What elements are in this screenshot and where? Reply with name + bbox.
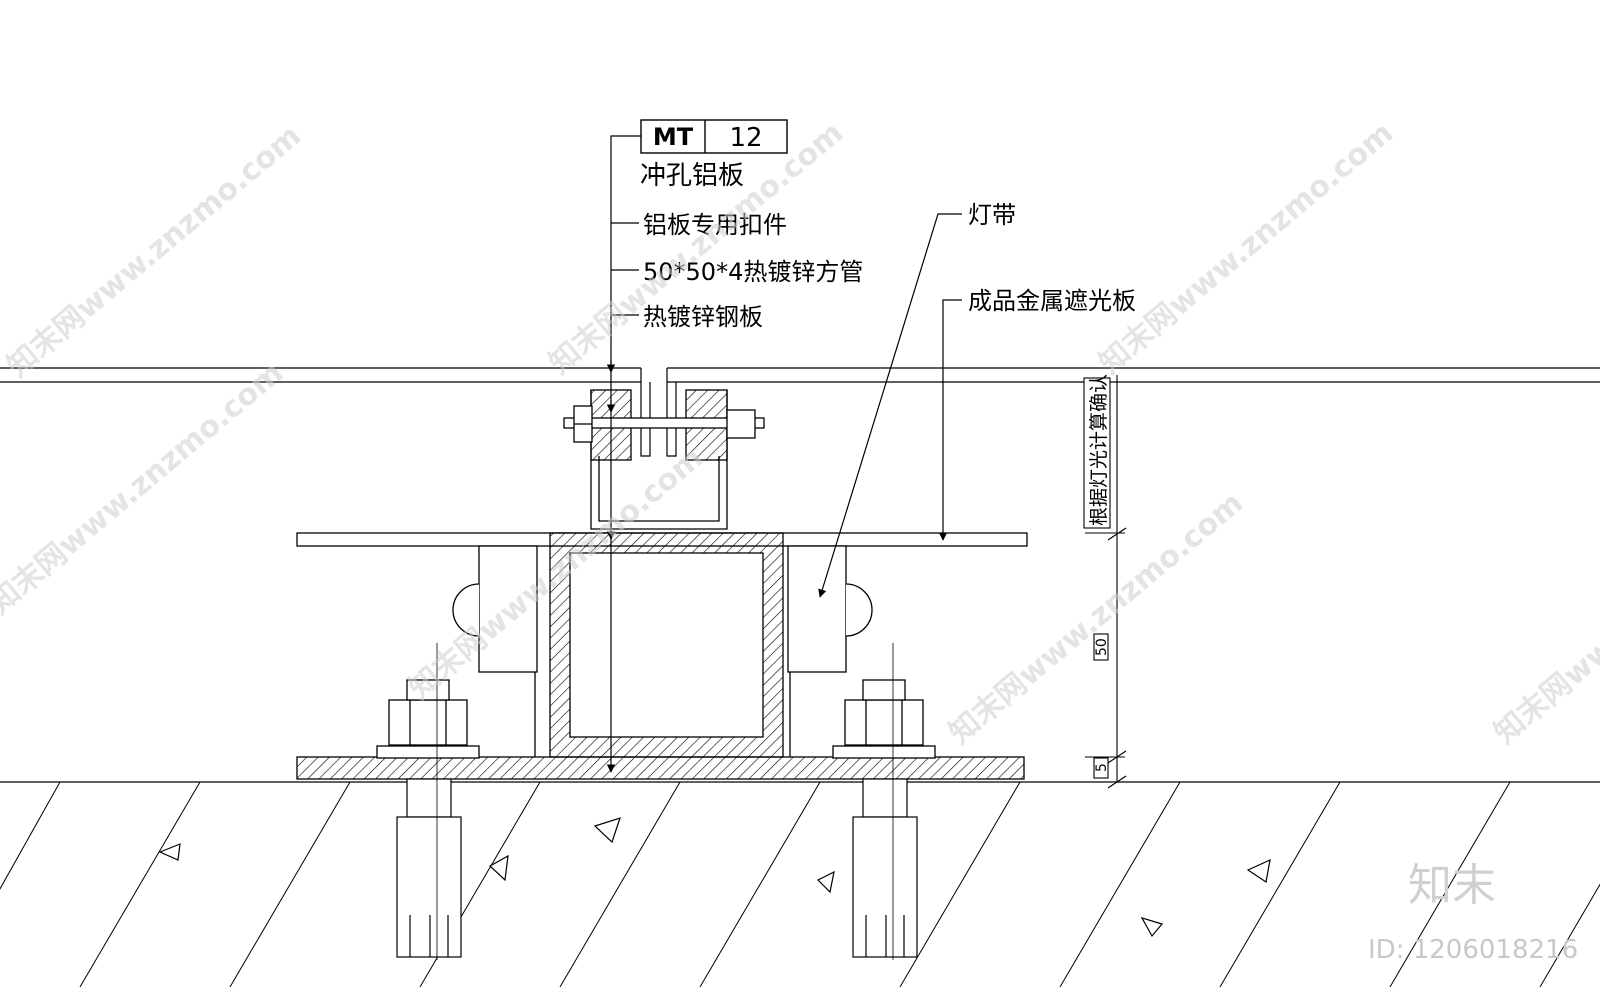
light-strip-leader [818, 213, 962, 598]
tag-number: 12 [729, 123, 762, 153]
perforated-panel-lines [0, 367, 1600, 457]
watermark-brand: 知末 [1408, 860, 1496, 911]
watermark-id: ID: 1206018216 [1368, 935, 1578, 965]
label-clip: 铝板专用扣件 [643, 211, 787, 239]
light-strip-left [452, 545, 538, 673]
label-perforated-panel: 冲孔铝板 [640, 161, 744, 191]
watermark-text: 知末网www.znzmo.com [543, 115, 850, 381]
concrete-substrate [0, 781, 1600, 987]
watermark-text: 知末网www.znzmo.com [1488, 485, 1600, 751]
galvanized-steel-plate [296, 756, 1025, 780]
light-strip-right [787, 545, 873, 673]
label-tube: 50*50*4热镀锌方管 [643, 258, 863, 286]
anchor-nut-right [832, 679, 936, 759]
dimension-note: 根据灯光计算确认 [1088, 374, 1110, 526]
anchor-nut-left [376, 679, 480, 759]
watermark-text: 知末网www.znzmo.com [0, 355, 290, 621]
material-tag: MT 12 [640, 119, 788, 154]
watermark-text: 知末网www.znzmo.com [1, 118, 308, 384]
shade-panel-leader [938, 299, 962, 541]
clip-channel [563, 389, 765, 530]
expansion-anchor-right [852, 643, 918, 960]
material-leader [606, 135, 641, 773]
label-steel-plate: 热镀锌钢板 [643, 303, 763, 331]
expansion-anchor-left [396, 643, 462, 960]
label-shade-panel: 成品金属遮光板 [968, 287, 1136, 315]
tag-code: MT [653, 123, 694, 151]
dimension-50: 50 [1094, 638, 1110, 656]
dimension-5: 5 [1094, 763, 1110, 772]
dimension-line [1083, 375, 1127, 789]
watermark-text: 知末网www.znzmo.com [1093, 115, 1400, 381]
label-light-strip: 灯带 [968, 201, 1016, 229]
